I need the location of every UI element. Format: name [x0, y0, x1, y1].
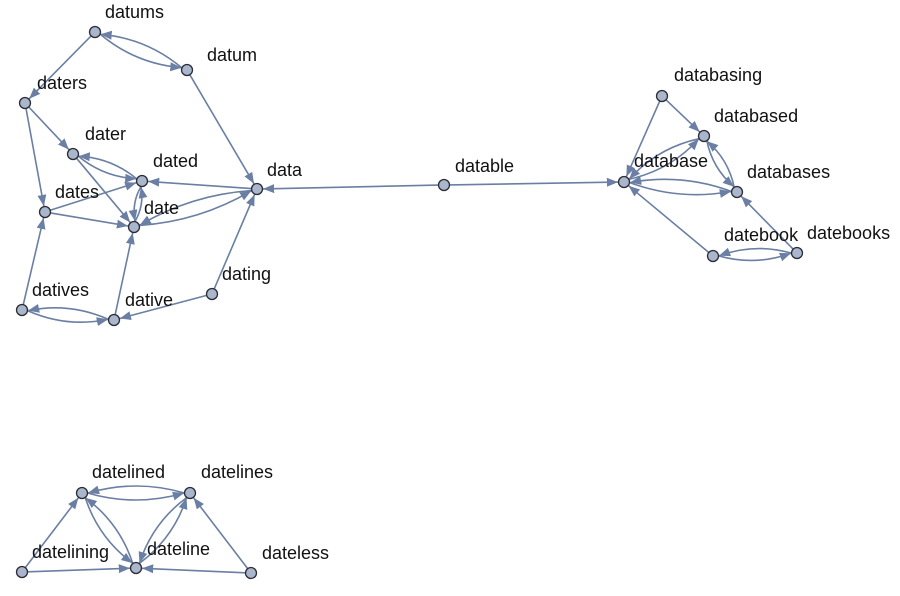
node-label-datelining: datelining	[32, 542, 109, 562]
node-label-dated: dated	[153, 151, 198, 171]
edge-datebook-to-database	[628, 185, 710, 254]
node-datebook	[706, 249, 720, 263]
edge-dater-to-dated	[77, 155, 137, 183]
node-label-database: database	[634, 151, 708, 171]
edge-datelines-to-dateline	[138, 496, 188, 564]
node-label-datives: datives	[32, 280, 89, 300]
node-label-datums: datums	[105, 2, 164, 22]
edge-database-to-databases	[629, 181, 732, 198]
node-label-dater: dater	[85, 124, 126, 144]
edge-datives-to-dates	[22, 217, 46, 305]
node-label-databases: databases	[747, 162, 830, 182]
node-datable	[437, 178, 451, 192]
labels-layer: datums datum daters dater dated data dates date…	[32, 2, 890, 563]
node-label-datebook: datebook	[724, 225, 799, 245]
node-dateless	[244, 566, 258, 580]
edge-datelining-to-dateline	[27, 564, 131, 574]
nodes-layer	[15, 25, 804, 580]
edge-datums-to-datum	[99, 33, 182, 72]
node-databased	[697, 129, 711, 143]
edge-data-to-dated	[147, 177, 252, 190]
edges-layer	[22, 30, 794, 574]
edge-dative-to-date	[114, 232, 135, 315]
node-label-datum: datum	[207, 45, 257, 65]
edge-datebook-to-datebooks	[718, 252, 792, 262]
edge-datum-to-datums	[100, 30, 183, 69]
edge-dating-to-dative	[119, 294, 207, 320]
node-label-dating: dating	[222, 264, 271, 284]
edge-datable-to-data	[262, 184, 439, 194]
node-datum	[180, 63, 194, 77]
edge-databasing-to-database	[625, 100, 661, 177]
node-datums	[88, 25, 102, 39]
node-databases	[730, 185, 744, 199]
edge-databased-to-database	[628, 137, 700, 180]
edge-datebooks-to-databases	[740, 195, 794, 250]
edge-dater-to-date	[75, 157, 131, 223]
node-dated	[135, 174, 149, 188]
edge-dative-to-datives	[27, 303, 109, 321]
node-label-daters: daters	[37, 73, 87, 93]
node-label-databased: databased	[714, 106, 798, 126]
node-databasing	[655, 89, 669, 103]
edge-dates-to-dated	[49, 181, 137, 212]
edge-data-to-date	[139, 189, 252, 226]
node-label-date: date	[144, 198, 179, 218]
node-label-datebooks: datebooks	[807, 223, 890, 243]
edge-datum-to-data	[189, 74, 255, 185]
edge-datelined-to-dateline	[84, 497, 133, 564]
edge-dates-to-date	[50, 212, 129, 229]
node-label-data: data	[267, 160, 303, 180]
node-label-dateless: dateless	[262, 543, 329, 563]
node-label-dative: dative	[125, 290, 173, 310]
edge-datelined-to-datelines	[87, 491, 185, 501]
node-label-dateline: dateline	[147, 539, 210, 559]
node-datelined	[75, 486, 89, 500]
node-dates	[38, 205, 52, 219]
node-dateline	[129, 561, 143, 575]
node-datelining	[15, 565, 29, 579]
node-dater	[66, 147, 80, 161]
node-dative	[107, 313, 121, 327]
edge-datebooks-to-datebook	[718, 247, 792, 257]
node-label-datable: datable	[455, 156, 514, 176]
node-data	[250, 182, 264, 196]
node-datelines	[183, 486, 197, 500]
edge-datums-to-daters	[28, 35, 92, 100]
edge-datelines-to-datelined	[87, 485, 185, 495]
node-date	[127, 220, 141, 234]
edge-databases-to-databased	[706, 140, 735, 188]
edge-dateless-to-datelines	[192, 497, 249, 570]
node-label-databasing: databasing	[674, 65, 762, 85]
edge-datelining-to-datelined	[24, 497, 80, 569]
edge-datives-to-dative	[27, 309, 109, 327]
edge-databases-to-database	[629, 176, 732, 193]
edge-dateless-to-dateline	[141, 564, 246, 574]
edge-date-to-data	[139, 190, 252, 227]
node-label-datelined: datelined	[92, 462, 165, 482]
edge-dating-to-data	[213, 194, 256, 290]
edge-dated-to-dater	[78, 152, 138, 180]
edge-databasing-to-databased	[665, 99, 701, 133]
edge-daters-to-dates	[25, 108, 47, 207]
edge-databased-to-databases	[706, 140, 735, 188]
node-datives	[15, 303, 29, 317]
node-datebooks	[790, 246, 804, 260]
node-label-datelines: datelines	[201, 462, 273, 482]
edge-datable-to-database	[449, 177, 619, 187]
node-label-dates: dates	[55, 182, 99, 202]
edge-dated-to-date	[128, 185, 142, 222]
node-database	[617, 175, 631, 189]
edge-daters-to-dater	[28, 106, 70, 151]
node-dating	[205, 287, 219, 301]
node-daters	[18, 96, 32, 110]
